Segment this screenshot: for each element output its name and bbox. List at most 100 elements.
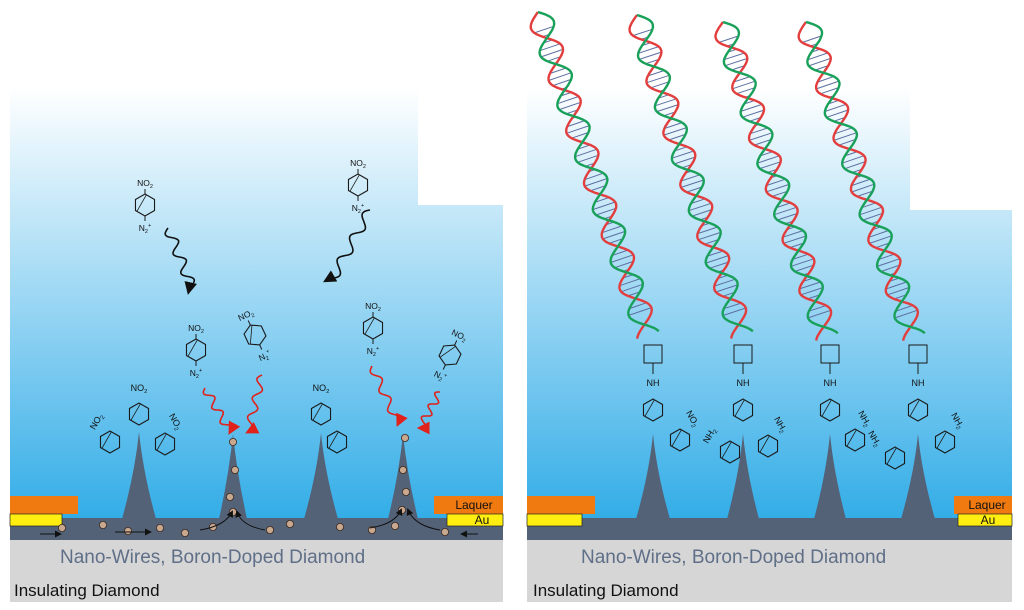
chem-sub: 2: [363, 164, 366, 170]
base-pair: [611, 249, 629, 256]
base-pair: [704, 239, 719, 245]
electrolyte-region: [527, 88, 1012, 540]
base-pair: [749, 132, 773, 141]
ring-bond: [101, 431, 112, 449]
base-pair: [547, 56, 561, 62]
laquer-label: Laquer: [968, 498, 1005, 512]
nanowire-spike: [219, 434, 247, 519]
flow-arrow: [199, 510, 233, 531]
base-pair: [650, 81, 670, 89]
base-pair: [688, 202, 712, 212]
base-pair: [619, 278, 641, 287]
electron-icon: [99, 521, 108, 530]
amine-link-label: NH: [737, 378, 750, 388]
base-pair: [722, 307, 746, 316]
bond: [247, 320, 251, 326]
base-pair: [878, 253, 895, 260]
ring-bond: [721, 441, 732, 459]
laquer-left: [527, 496, 595, 514]
electron-icon: [440, 528, 449, 537]
base-pair: [851, 178, 871, 187]
diazonium-label: N2+: [190, 368, 202, 380]
base-pair: [540, 48, 564, 58]
nitro-label: NO2: [350, 158, 366, 170]
chem-sub: 2: [871, 443, 878, 449]
chem-main: NH: [824, 378, 837, 388]
ring-bond: [936, 431, 947, 449]
benzene-ring-icon: [669, 428, 691, 452]
ring-bond: [249, 325, 253, 345]
laquer-label: Laquer: [455, 498, 492, 512]
base-pair: [709, 261, 729, 269]
base-pair: [559, 101, 581, 111]
ring-bond: [130, 403, 141, 421]
benzene-ring-icon: [347, 173, 369, 197]
base-pair: [592, 201, 616, 211]
base-pair: [833, 132, 857, 141]
diazonium-label: N2+: [257, 349, 273, 365]
base-pair: [602, 230, 626, 240]
electron-icon: [225, 492, 234, 501]
base-pair: [577, 144, 591, 150]
nanowire-spike: [727, 434, 759, 519]
left-panel: Laquer Au NO2N2+NO2N2+NO2N2+NO2N2+NO2N2+…: [9, 88, 504, 602]
nanowire-spike: [304, 433, 338, 519]
benzene-ring-icon: [907, 398, 929, 422]
benzene-ring-icon: [99, 430, 121, 454]
base-pair: [610, 254, 634, 263]
dna-strands: [529, 10, 926, 341]
base-pair: [844, 151, 858, 157]
dna-helix-icon: [797, 21, 919, 341]
base-pair: [868, 230, 889, 238]
electron-icon: [180, 529, 189, 538]
base-pair: [646, 74, 670, 84]
base-pair: [714, 278, 736, 287]
gold-right: [446, 513, 504, 527]
base-pair: [824, 103, 847, 112]
nitro-label: NO2: [131, 383, 148, 395]
chem-sup: +: [148, 223, 151, 229]
base-pair: [594, 197, 610, 203]
benzene-ring-icon: [757, 434, 779, 458]
laquer-left: [10, 496, 78, 514]
base-pair: [705, 255, 729, 264]
base-pair: [789, 242, 804, 249]
chem-sub: 2: [100, 415, 107, 421]
base-pair: [838, 138, 856, 146]
dna-helix-icon: [529, 11, 653, 339]
chem-sup: +: [265, 349, 270, 356]
base-pair: [608, 238, 624, 244]
chem-sub: 2: [437, 377, 442, 384]
dna-helix-icon: [714, 21, 833, 341]
wavy-arrow-icon: [416, 391, 440, 435]
base-pair: [674, 156, 696, 165]
base-pair: [566, 109, 578, 115]
wavy-arrow-icon: [202, 387, 241, 435]
chem-main: N: [433, 369, 443, 381]
chem-main: NO: [131, 383, 145, 393]
base-pair: [771, 190, 788, 197]
bond: [454, 340, 458, 346]
chem-sup: +: [376, 346, 379, 352]
chem-sub: 2: [689, 423, 696, 429]
amine-link-label: NH: [824, 378, 837, 388]
base-pair: [760, 151, 773, 157]
chem-sub: 2: [172, 426, 179, 432]
chem-main: NO: [365, 301, 378, 311]
diazonium-label: N2+: [367, 346, 379, 358]
electron-icon: [398, 465, 407, 474]
wavy-arrow-icon: [245, 374, 264, 434]
chem-sub: 2: [150, 184, 153, 190]
base-pair: [749, 117, 762, 122]
base-pair: [574, 148, 598, 158]
base-pair: [842, 155, 865, 164]
base-pair: [698, 231, 721, 241]
electron-icon: [285, 520, 294, 529]
ring-bond: [312, 403, 323, 421]
electron-icon: [124, 527, 133, 536]
base-pair: [647, 70, 665, 77]
ring-bond: [187, 339, 198, 357]
base-pair: [800, 287, 823, 296]
